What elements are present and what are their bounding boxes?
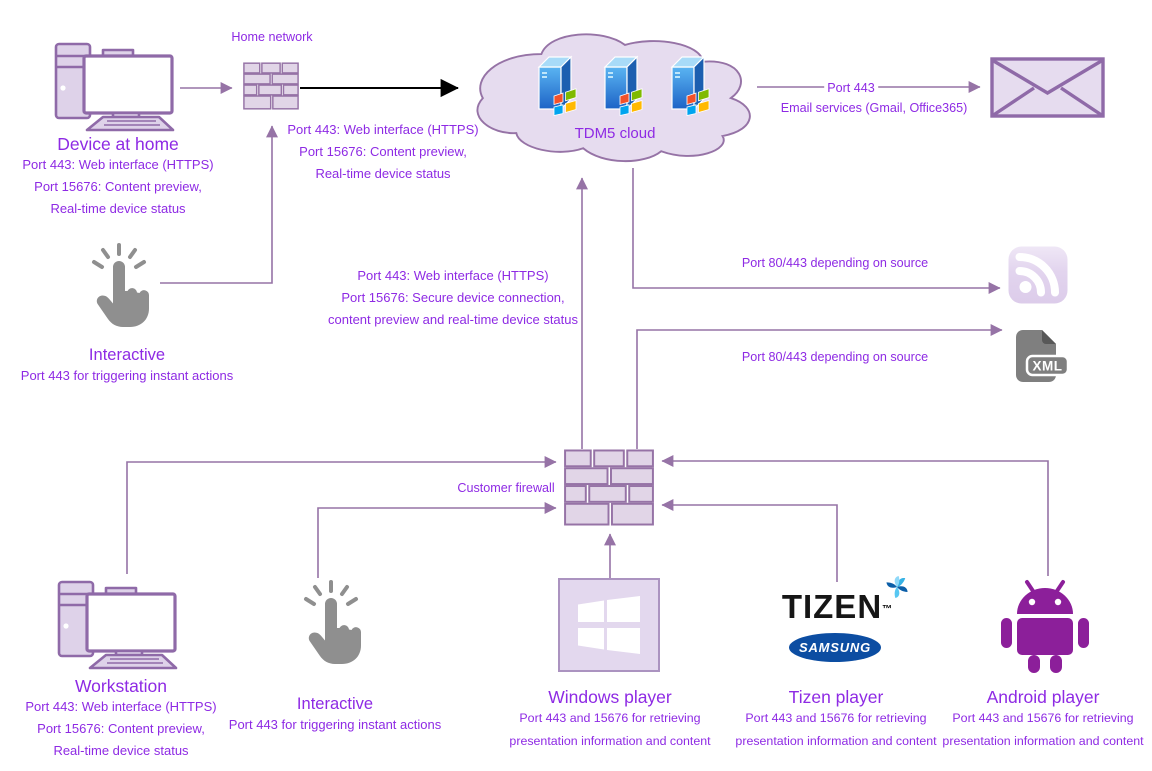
windows-player-port-line: Port 443 and 15676 for retrieving (519, 711, 701, 725)
device-at-home-title: Device at home (57, 134, 179, 154)
cloud-label: TDM5 cloud (574, 125, 656, 142)
tap-gesture-icon (304, 580, 362, 664)
device-port-line: Port 443: Web interface (HTTPS) (22, 157, 214, 172)
tizen-logo: TIZEN™ (757, 590, 917, 623)
tizen-wordmark: TIZEN (781, 588, 883, 625)
email-envelope-icon (990, 57, 1105, 118)
secure-link-line: content preview and real-time device sta… (327, 312, 579, 327)
samsung-logo: SAMSUNG (789, 633, 881, 662)
android-player-port-line: presentation information and content (942, 733, 1144, 748)
tizen-pinwheel-icon (886, 576, 908, 598)
workstation-port-line: Port 443: Web interface (HTTPS) (25, 699, 217, 714)
android-robot-icon (1001, 580, 1089, 673)
connector-interactive-bottom-to-customer-firewall (317, 502, 557, 578)
windows-player-icon (558, 578, 660, 672)
device-port-line: Real-time device status (50, 201, 186, 216)
home-firewall-icon (243, 62, 299, 110)
desktop-computer-icon (54, 42, 175, 132)
secure-link-line: Port 15676: Secure device connection, (341, 290, 565, 305)
server-icon (537, 55, 577, 116)
interactive-top-block: Interactive Port 443 for triggering inst… (21, 346, 233, 387)
interactive-title: Interactive (296, 695, 374, 713)
tizen-player-port-line: Port 443 and 15676 for retrieving (745, 711, 927, 725)
home-network-label: Home network (231, 30, 313, 44)
rss-link-label: Port 80/443 depending on source (741, 256, 929, 270)
workstation-port-line: Real-time device status (53, 743, 189, 758)
secure-link-line: Port 443: Web interface (HTTPS) (357, 268, 549, 283)
secure-link-note: Port 443: Web interface (HTTPS) Port 156… (328, 265, 578, 331)
device-port-line: Port 15676: Content preview, (34, 179, 202, 194)
email-port-label: Port 443 (824, 81, 878, 95)
connector-cloud-to-rss (632, 168, 1001, 294)
xml-file-icon: XML (1016, 330, 1070, 382)
interactive-note: Port 443 for triggering instant actions (228, 717, 442, 732)
workstation-title: Workstation (74, 676, 168, 696)
samsung-wordmark: SAMSUNG (799, 640, 871, 655)
connector-android-to-customer-firewall (661, 455, 1049, 576)
email-services-label: Email services (Gmail, Office365) (780, 101, 968, 115)
connector-interactive-to-home-firewall (160, 125, 278, 284)
tizen-player-title: Tizen player (788, 687, 884, 707)
workstation-port-line: Port 15676: Content preview, (37, 721, 205, 736)
home-firewall-note: Port 443: Web interface (HTTPS) Port 156… (287, 119, 478, 185)
workstation-block: Workstation Port 443: Web interface (HTT… (25, 676, 216, 762)
server-icon (670, 55, 710, 116)
home-firewall-note-line: Port 15676: Content preview, (299, 144, 467, 159)
server-icon (603, 55, 643, 116)
rss-feed-icon (1008, 246, 1068, 304)
xml-label: XML (1033, 359, 1063, 374)
windows-player-port-line: presentation information and content (509, 733, 711, 748)
interactive-title: Interactive (88, 346, 166, 364)
customer-firewall-label: Customer firewall (457, 481, 555, 495)
interactive-note: Port 443 for triggering instant actions (20, 368, 234, 383)
tizen-player-block: Tizen player Port 443 and 15676 for retr… (735, 687, 936, 752)
android-player-port-line: Port 443 and 15676 for retrieving (952, 711, 1134, 725)
home-firewall-note-line: Real-time device status (315, 166, 451, 181)
customer-firewall-icon (564, 449, 654, 526)
home-firewall-note-line: Port 443: Web interface (HTTPS) (287, 122, 479, 137)
tizen-trademark: ™ (882, 604, 893, 615)
tizen-player-port-line: presentation information and content (735, 733, 937, 748)
windows-player-block: Windows player Port 443 and 15676 for re… (509, 687, 710, 752)
connector-customer-firewall-to-xml (636, 324, 1003, 449)
interactive-bottom-block: Interactive Port 443 for triggering inst… (229, 695, 441, 736)
android-player-block: Android player Port 443 and 15676 for re… (942, 687, 1143, 752)
connector-tizen-to-customer-firewall (661, 499, 838, 582)
xml-link-label: Port 80/443 depending on source (741, 350, 929, 364)
workstation-computer-icon (57, 580, 178, 670)
connector-workstation-to-customer-firewall (126, 456, 557, 574)
device-at-home-block: Device at home Port 443: Web interface (… (22, 134, 213, 220)
tap-gesture-icon (92, 243, 150, 327)
android-player-title: Android player (986, 687, 1100, 707)
windows-player-title: Windows player (548, 687, 672, 707)
